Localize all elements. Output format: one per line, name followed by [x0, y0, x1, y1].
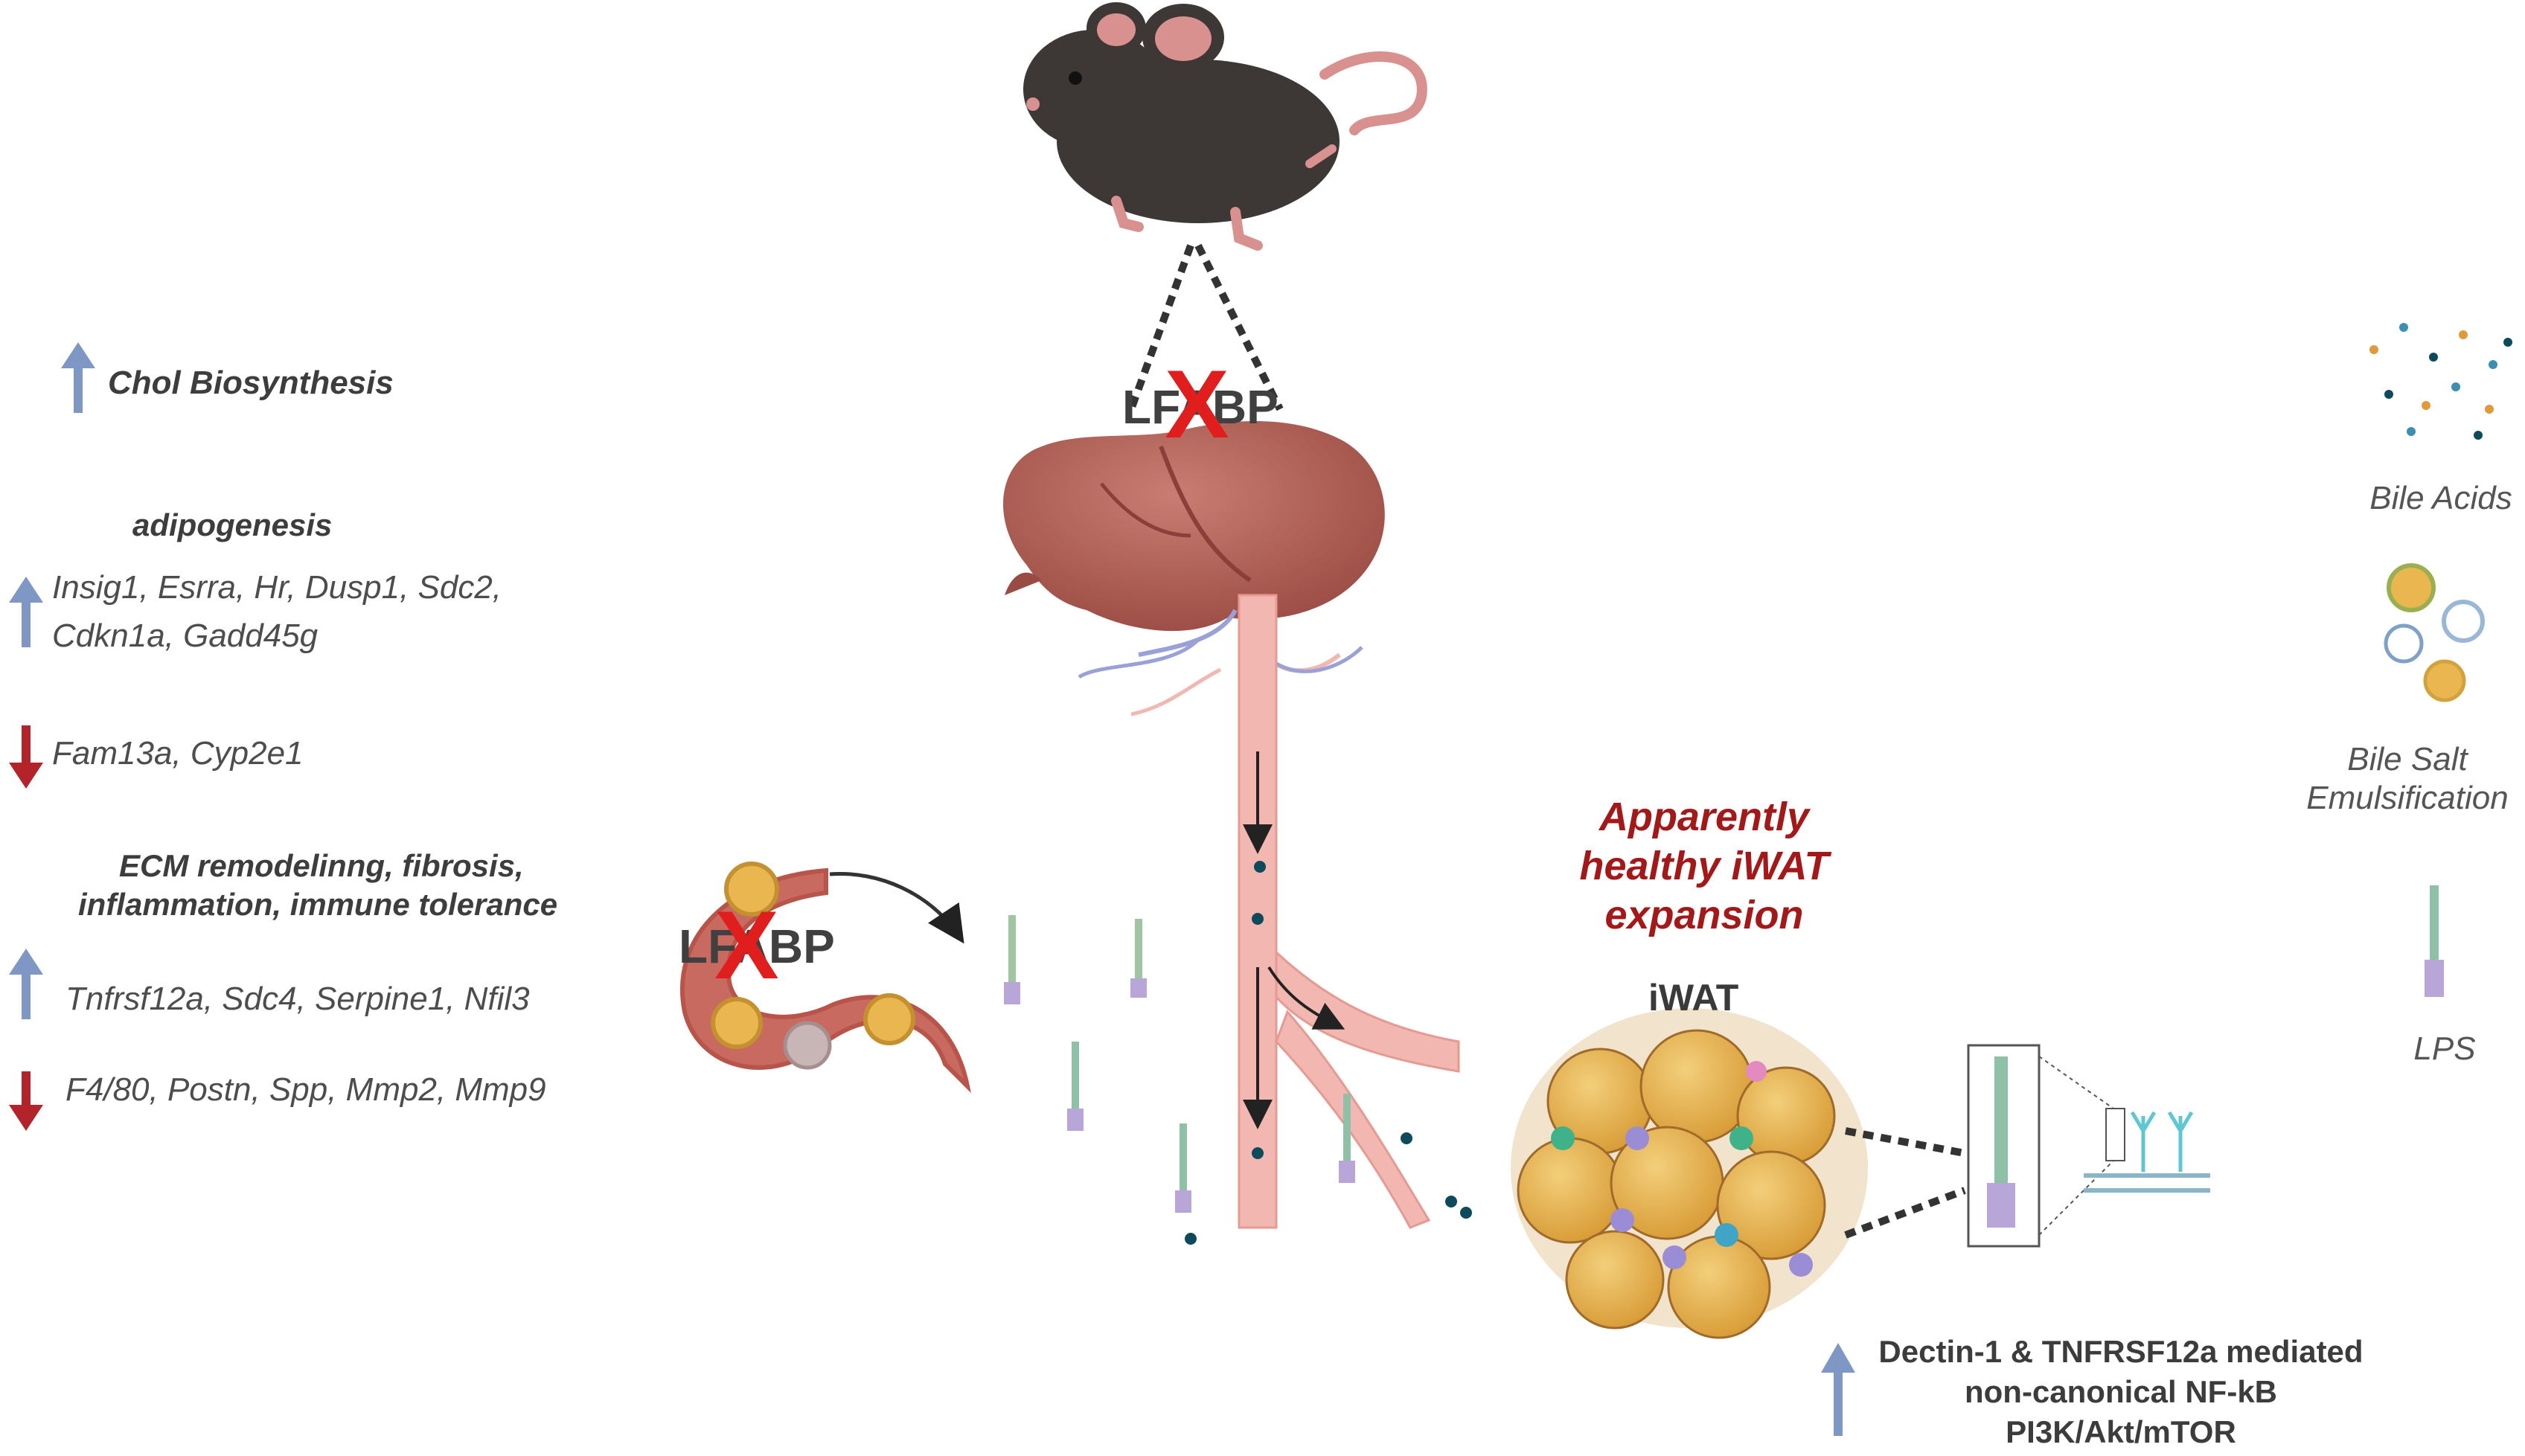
lfabp-liver-label: LFABP [1122, 380, 1278, 434]
up-arrow-icon-chol [61, 342, 95, 413]
adipogenesis-heading: adipogenesis [132, 507, 333, 542]
iwat-expansion-title-line2: healthy iWAT [1579, 844, 1829, 888]
signaling-line2: non-canonical NF-kB [1964, 1374, 2278, 1409]
zoom-lines-iwat [1844, 1127, 1966, 1239]
knockout-x-mark-liver: X [1165, 350, 1229, 458]
adipogenesis-up-genes-line2: Cdkn1a, Gadd45g [52, 618, 319, 654]
ecm-up-genes: Tnfrsf12a, Sdc4, Serpine1, Nfil3 [65, 981, 530, 1017]
adipogenesis-down-genes: Fam13a, Cyp2e1 [52, 735, 304, 772]
bile-acids-label: Bile Acids [2369, 480, 2512, 516]
liver-illustration [1002, 421, 1385, 632]
iwat-tissue [1511, 1008, 1868, 1339]
iwat-expansion-title-line1: Apparently [1598, 795, 1810, 839]
bile-salt-emulsification-icon [2384, 563, 2485, 702]
signaling-line1: Dectin-1 & TNFRSF12a mediated [1878, 1334, 2364, 1369]
up-arrow-icon-adipogenesis [9, 577, 43, 647]
mouse-illustration [1023, 2, 1427, 251]
iwat-label: iWAT [1648, 977, 1739, 1019]
lps-legend-icon [2425, 885, 2444, 997]
lps-label: LPS [2413, 1030, 2476, 1067]
ecm-down-genes: F4/80, Postn, Spp, Mmp2, Mmp9 [65, 1071, 546, 1108]
up-arrow-icon-ecm [9, 949, 43, 1019]
signaling-pathways: Dectin-1 & TNFRSF12a mediated non-canoni… [1868, 1332, 2374, 1452]
knockout-x-mark-intestine: X [714, 891, 779, 999]
bile-salt-emulsification-label: Bile Salt Emulsification [2292, 740, 2523, 818]
lps-molecules [1004, 915, 1355, 1213]
ecm-heading-line1: ECM remodelinng, fibrosis, [119, 848, 524, 883]
iwat-expansion-title-line3: expansion [1604, 893, 1804, 937]
lfabp-intestine-label: LFABP [679, 920, 835, 973]
signaling-line3: PI3K/Akt/mTOR [2006, 1414, 2236, 1449]
up-arrow-icon-signaling [1821, 1343, 1855, 1436]
down-arrow-icon-ecm [9, 1071, 43, 1131]
iwat-expansion-title: Apparently healthy iWAT expansion [1548, 792, 1860, 940]
blood-vessel [1185, 594, 1472, 1245]
hepatic-vessels [1078, 609, 1363, 716]
bile-salt-label-line1: Bile Salt [2347, 741, 2468, 777]
down-arrow-icon-adipogenesis [9, 725, 43, 789]
chol-biosynthesis-label: Chol Biosynthesis [108, 365, 394, 401]
zoom-lines-mouse [1127, 243, 1284, 411]
bile-acids-icon [2369, 323, 2512, 440]
receptor-inset [1967, 1044, 2210, 1248]
intestine-illustration [679, 862, 971, 1094]
adipogenesis-up-genes-line1: Insig1, Esrra, Hr, Dusp1, Sdc2, [52, 569, 502, 606]
bile-salt-label-line2: Emulsification [2306, 780, 2509, 816]
ecm-heading-line2: inflammation, immune tolerance [78, 887, 558, 922]
